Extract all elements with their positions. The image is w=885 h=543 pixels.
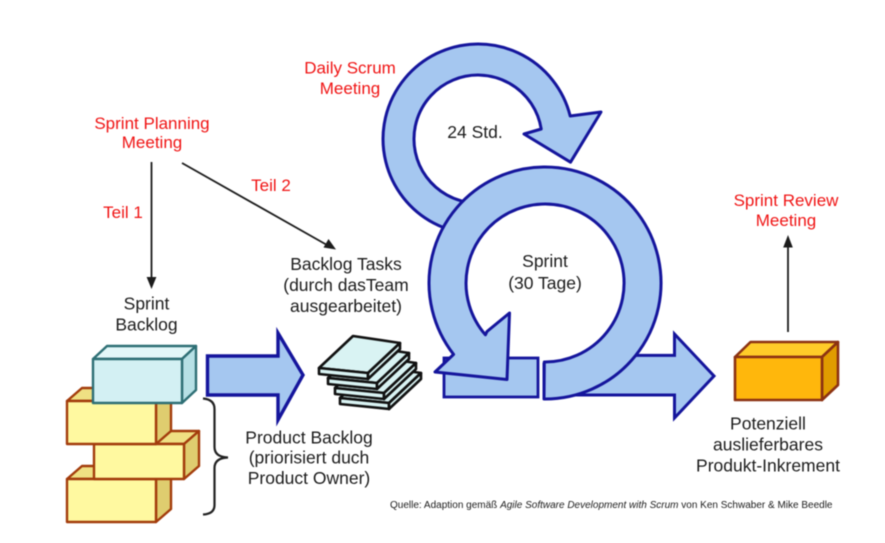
svg-text:(30 Tage): (30 Tage) xyxy=(508,273,582,293)
svg-text:auslieferbares: auslieferbares xyxy=(713,435,823,455)
svg-text:Product Backlog: Product Backlog xyxy=(245,428,372,448)
svg-text:Quelle: Adaption gemäß Agile S: Quelle: Adaption gemäß Agile Software De… xyxy=(390,500,833,511)
svg-text:Meeting: Meeting xyxy=(122,133,182,152)
svg-text:Potenziell: Potenziell xyxy=(730,414,806,434)
svg-text:Daily Scrum: Daily Scrum xyxy=(304,59,396,78)
svg-text:Backlog Tasks: Backlog Tasks xyxy=(290,254,402,274)
svg-text:Sprint Planning: Sprint Planning xyxy=(94,114,209,133)
svg-text:Sprint: Sprint xyxy=(522,251,568,271)
svg-text:(priorisiert duch: (priorisiert duch xyxy=(249,448,370,468)
svg-text:ausgearbeitet): ausgearbeitet) xyxy=(290,296,402,316)
svg-text:Produkt-Inkrement: Produkt-Inkrement xyxy=(696,456,840,476)
svg-text:Teil 2: Teil 2 xyxy=(251,176,291,195)
svg-text:Product Owner): Product Owner) xyxy=(248,468,371,488)
svg-text:Meeting: Meeting xyxy=(320,79,380,98)
svg-text:Teil 1: Teil 1 xyxy=(103,203,143,222)
svg-text:Sprint: Sprint xyxy=(124,294,170,314)
svg-text:Backlog: Backlog xyxy=(115,315,177,335)
svg-text:Meeting: Meeting xyxy=(756,211,816,230)
svg-text:(durch dasTeam: (durch dasTeam xyxy=(283,275,408,295)
svg-text:Sprint Review: Sprint Review xyxy=(734,191,840,210)
svg-text:24 Std.: 24 Std. xyxy=(447,122,502,142)
